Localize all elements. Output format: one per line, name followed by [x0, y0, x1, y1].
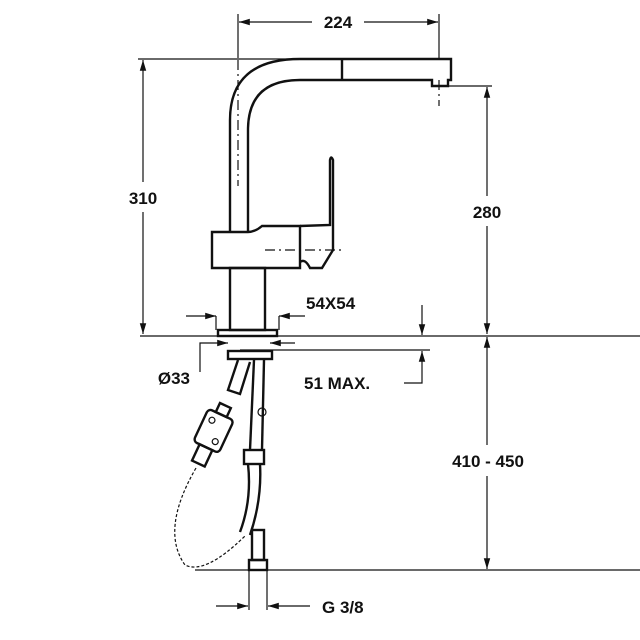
- dimension-hole-diameter: Ø33: [158, 339, 295, 388]
- dimension-label-51-max: 51 MAX.: [304, 374, 370, 393]
- dimension-max-deck-thickness: 51 MAX.: [304, 305, 426, 393]
- dimension-connection-thread: G 3/8: [216, 570, 364, 617]
- dimension-under-deck-length: 410 - 450: [195, 337, 640, 571]
- dimension-total-height: 310: [129, 58, 290, 334]
- dimension-label-224: 224: [324, 13, 353, 32]
- dimension-spout-reach: 224: [237, 13, 440, 58]
- quick-connector: [190, 401, 234, 469]
- dimension-spout-height: 280: [448, 85, 501, 334]
- dimension-label-diameter-33: Ø33: [158, 369, 190, 388]
- dimension-label-54x54: 54X54: [306, 294, 356, 313]
- supply-hoses: [174, 349, 274, 572]
- dimension-label-410-450: 410 - 450: [452, 452, 524, 471]
- dimension-label-g-3-8: G 3/8: [322, 598, 364, 617]
- dimension-label-280: 280: [473, 203, 501, 222]
- faucet-body: [210, 57, 453, 338]
- dimension-label-310: 310: [129, 189, 157, 208]
- dimension-base-size: 54X54: [186, 294, 356, 330]
